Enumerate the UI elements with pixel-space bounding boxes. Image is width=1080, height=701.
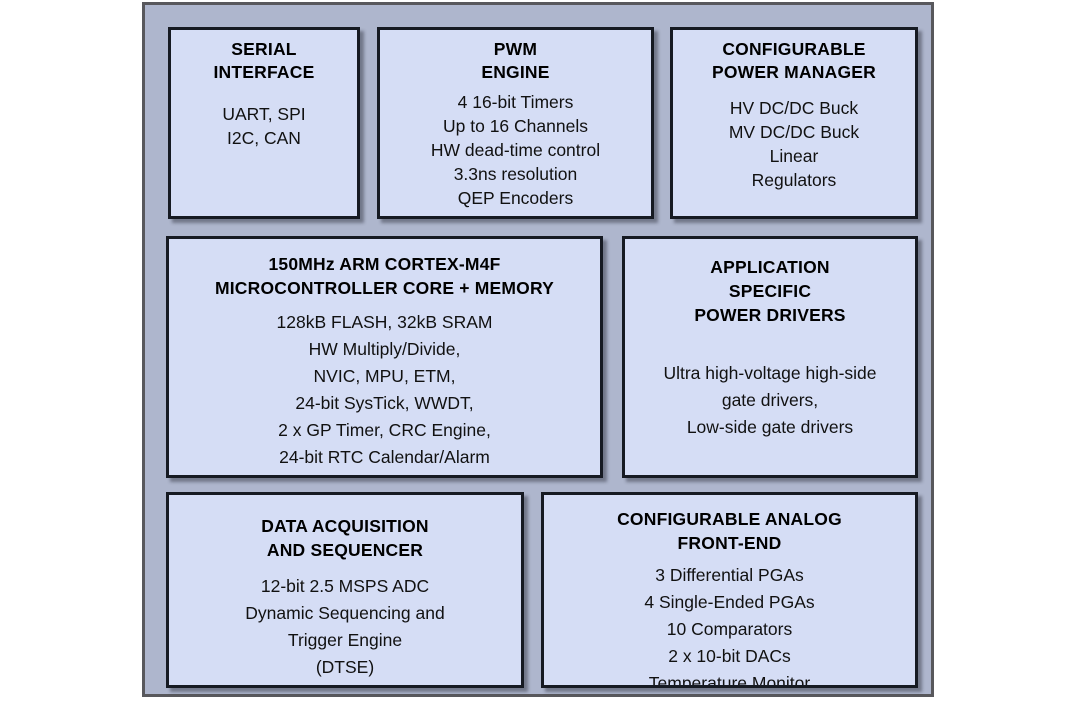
block-application-specific-power-drivers-body: Ultra high-voltage high-side gate driver… [663, 363, 877, 437]
block-configurable-power-manager-body: HV DC/DC Buck MV DC/DC Buck Linear Regul… [728, 98, 860, 190]
chip-block-diagram-container: SERIAL INTERFACE UART, SPI I2C, CAN PWM … [142, 2, 934, 697]
block-pwm-engine-title: PWM ENGINE [481, 39, 550, 82]
block-microcontroller-core-body: 128kB FLASH, 32kB SRAM HW Multiply/Divid… [276, 312, 493, 467]
block-data-acquisition-and-sequencer-body: 12-bit 2.5 MSPS ADC Dynamic Sequencing a… [245, 576, 445, 677]
block-pwm-engine: PWM ENGINE 4 16-bit Timers Up to 16 Chan… [377, 27, 654, 219]
block-data-acquisition-and-sequencer: DATA ACQUISITION AND SEQUENCER 12-bit 2.… [166, 492, 524, 688]
block-serial-interface-body: UART, SPI I2C, CAN [222, 104, 306, 148]
block-serial-interface-title: SERIAL INTERFACE [213, 39, 315, 82]
block-configurable-analog-front-end-body: 3 Differential PGAs 4 Single-Ended PGAs … [644, 565, 815, 688]
block-microcontroller-core: 150MHz ARM CORTEX-M4F MICROCONTROLLER CO… [166, 236, 603, 478]
block-configurable-analog-front-end: CONFIGURABLE ANALOG FRONT-END 3 Differen… [541, 492, 918, 688]
block-configurable-power-manager: CONFIGURABLE POWER MANAGER HV DC/DC Buck… [670, 27, 918, 219]
block-application-specific-power-drivers: APPLICATION SPECIFIC POWER DRIVERS Ultra… [622, 236, 918, 478]
block-configurable-power-manager-title: CONFIGURABLE POWER MANAGER [712, 39, 876, 82]
block-microcontroller-core-title: 150MHz ARM CORTEX-M4F MICROCONTROLLER CO… [214, 254, 555, 298]
block-configurable-analog-front-end-title: CONFIGURABLE ANALOG FRONT-END [617, 509, 842, 553]
block-data-acquisition-and-sequencer-title: DATA ACQUISITION AND SEQUENCER [261, 516, 429, 560]
block-pwm-engine-body: 4 16-bit Timers Up to 16 Channels HW dea… [430, 92, 601, 208]
block-serial-interface: SERIAL INTERFACE UART, SPI I2C, CAN [168, 27, 360, 219]
block-application-specific-power-drivers-title: APPLICATION SPECIFIC POWER DRIVERS [694, 257, 846, 325]
